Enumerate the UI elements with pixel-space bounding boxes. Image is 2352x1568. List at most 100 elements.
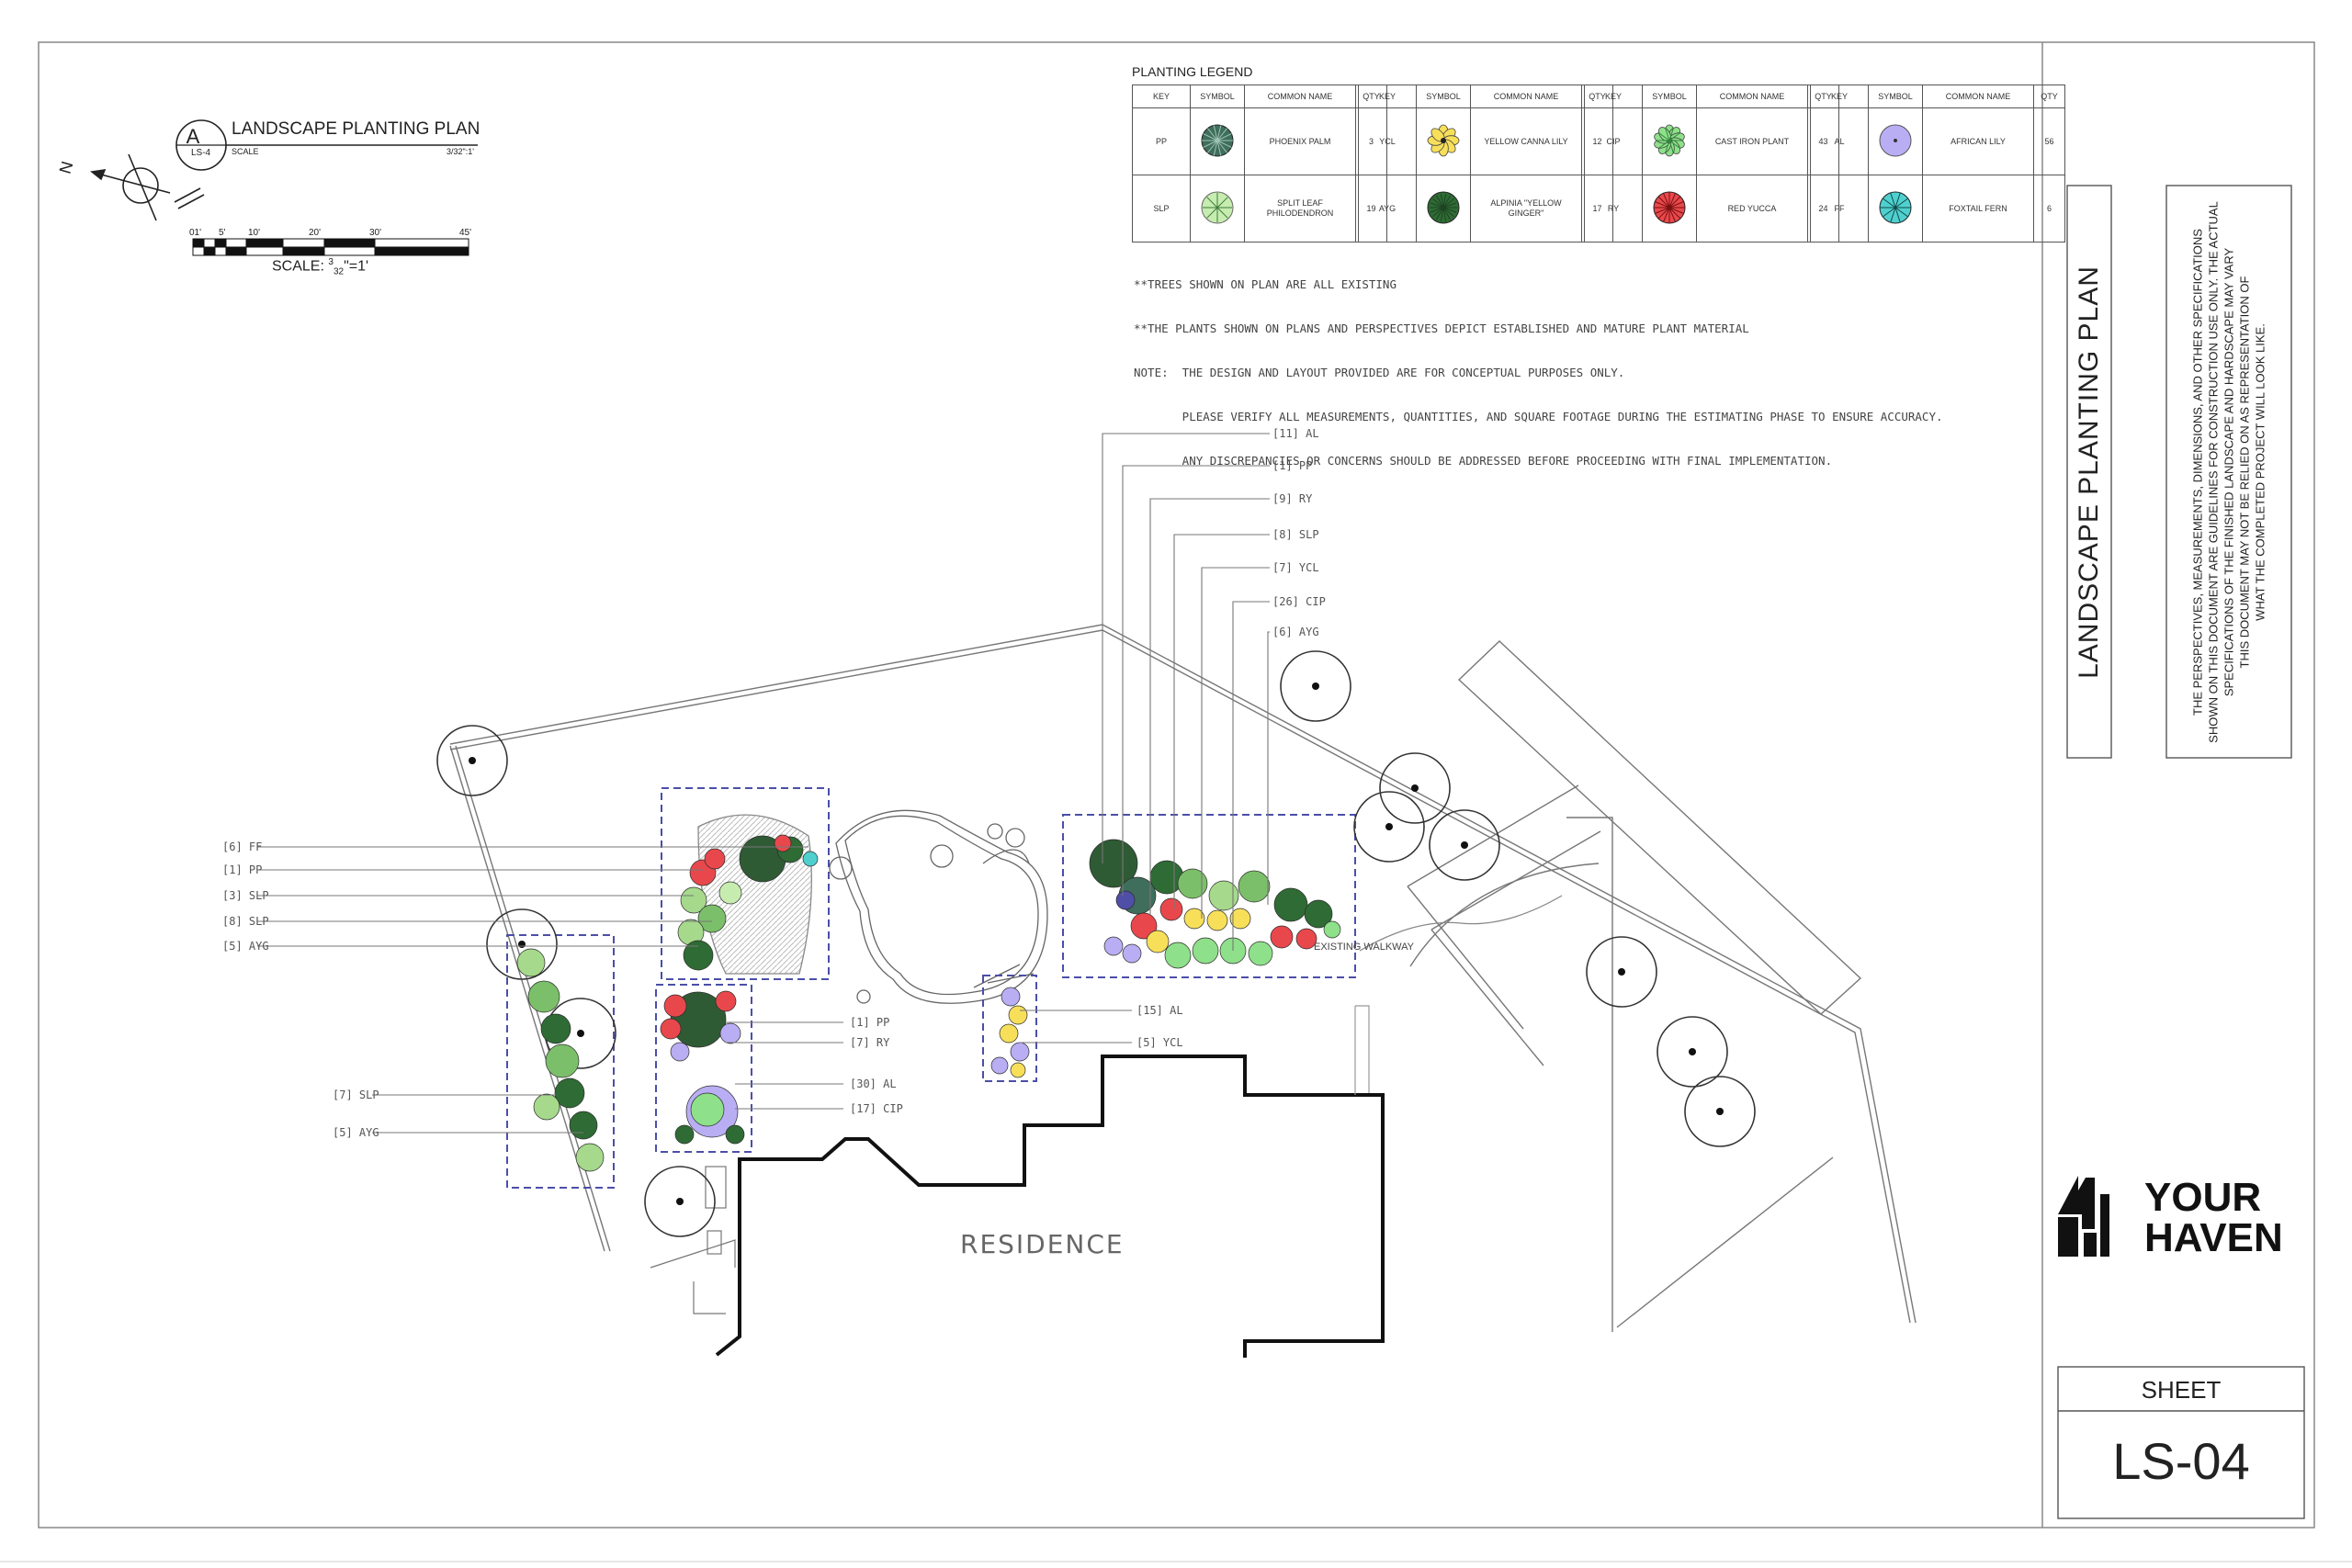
legend-header: SYMBOL	[1416, 85, 1471, 108]
legend-common-name: AFRICAN LILY	[1922, 107, 2034, 175]
legend-row: AYG ALPINIA "YELLOW GINGER" 17	[1358, 175, 1613, 243]
legend-row: PP PHOENIX PALM 3	[1132, 107, 1387, 175]
disclaimer-line: SPECIFICATIONS OF THE FINISHED LANDSCAPE…	[2222, 247, 2236, 697]
scale-tick-label: 01'	[189, 228, 202, 238]
disclaimer-line: WHAT THE COMPLETED PROJECT WILL LOOK LIK…	[2253, 323, 2267, 621]
legend-key: PP	[1132, 107, 1191, 175]
legend-header: COMMON NAME	[1470, 85, 1582, 108]
legend-key: FF	[1810, 175, 1869, 243]
phoenix-palm-symbol	[1201, 124, 1234, 157]
property-line	[449, 624, 1917, 1324]
red-yucca-symbol	[1653, 191, 1686, 224]
note-line: PLEASE VERIFY ALL MEASUREMENTS, QUANTITI…	[1134, 410, 1943, 423]
legend-symbol	[1642, 107, 1697, 175]
legend-header: COMMON NAME	[1922, 85, 2034, 108]
african-lily-symbol	[1879, 124, 1912, 157]
legend-row: YCL YELLOW CANNA LILY 12	[1358, 107, 1613, 175]
note-line: ANY DISCREPANCIES OR CONCERNS SHOULD BE …	[1134, 454, 1833, 468]
legend-key: AL	[1810, 107, 1869, 175]
legend-key: SLP	[1132, 175, 1191, 243]
north-arrow-graphic	[90, 153, 205, 221]
scale-label: SCALE: 332"=1'	[272, 257, 368, 277]
legend-symbol	[1868, 107, 1923, 175]
legend-key: YCL	[1358, 107, 1417, 175]
vertical-title: LANDSCAPE PLANTING PLAN	[2074, 265, 2104, 679]
plan-badge-graphic	[175, 119, 478, 171]
legend-row: CIP CAST IRON PLANT 43	[1584, 107, 1839, 175]
legend-header: KEY	[1358, 85, 1417, 108]
legend-key: AYG	[1358, 175, 1417, 243]
scale-label-prefix: SCALE:	[272, 258, 324, 275]
disclaimer-line: THIS DOCUMENT MAY NOT BE RELIED ON AS RE…	[2237, 276, 2252, 669]
scale-tick-label: 30'	[369, 228, 382, 238]
legend-common-name: ALPINIA "YELLOW GINGER"	[1470, 175, 1582, 243]
planting-beds	[516, 834, 1341, 1172]
legend-row: AL AFRICAN LILY 56	[1810, 107, 2065, 175]
sheet-number: LS-04	[2112, 1432, 2250, 1490]
disclaimer-line: THE PERSPECTIVES, MEASUREMENTS, DIMENSIO…	[2190, 229, 2205, 716]
legend-header: SYMBOL	[1642, 85, 1697, 108]
legend-key: CIP	[1584, 107, 1643, 175]
legend-header: COMMON NAME	[1244, 85, 1356, 108]
legend-common-name: CAST IRON PLANT	[1696, 107, 1808, 175]
driveway	[1407, 640, 1862, 1332]
legend-row: FF FOXTAIL FERN 6	[1810, 175, 2065, 243]
existing-trees	[436, 650, 1756, 1237]
walkway-path	[1359, 895, 1563, 952]
plan-notes: **TREES SHOWN ON PLAN ARE ALL EXISTING *…	[1134, 248, 1943, 498]
cast-iron-plant-symbol	[1654, 124, 1685, 157]
plan-scale-word: SCALE	[232, 147, 259, 156]
legend-common-name: RED YUCCA	[1696, 175, 1808, 243]
legend-row: SLP SPLIT LEAF PHILODENDRON 19	[1132, 175, 1387, 243]
scale-label-numerator: 3	[328, 257, 334, 267]
foxtail-fern-symbol	[1879, 191, 1912, 224]
small-bed-plants	[990, 987, 1030, 1078]
plan-title: LANDSCAPE PLANTING PLAN	[232, 119, 481, 139]
legend-key: RY	[1584, 175, 1643, 243]
scale-label-suffix: "=1'	[344, 258, 369, 275]
scale-bar-graphic	[192, 238, 469, 256]
alpinia-yellow-ginger-symbol	[1427, 191, 1460, 224]
legend-header: KEY	[1584, 85, 1643, 108]
disclaimer-line: SHOWN ON THIS DOCUMENT ARE GUIDELINES FO…	[2206, 201, 2221, 743]
outer-border	[38, 41, 2315, 1529]
legend-symbol	[1190, 175, 1245, 243]
left-bed-plants	[677, 834, 819, 971]
scale-tick-label: 20'	[309, 228, 322, 238]
legend-header: COMMON NAME	[1696, 85, 1808, 108]
legend-common-name: SPLIT LEAF PHILODENDRON	[1244, 175, 1356, 243]
leader-lines	[257, 433, 1270, 1134]
legend-symbol	[1642, 175, 1697, 243]
brand-line: HAVEN	[2144, 1215, 2283, 1260]
legend-header: SYMBOL	[1190, 85, 1245, 108]
legend-common-name: FOXTAIL FERN	[1922, 175, 2034, 243]
legend-qty: 56	[2033, 107, 2065, 175]
legend-header: QTY	[2033, 85, 2065, 108]
sheet-label: SHEET	[2141, 1376, 2222, 1404]
brand-logo-icon	[2058, 1176, 2109, 1257]
legend-row: RY RED YUCCA 24	[1584, 175, 1839, 243]
legend-header: KEY	[1132, 85, 1191, 108]
scale-label-denominator: 32	[333, 266, 345, 277]
legend-symbol	[1416, 107, 1471, 175]
right-bed-plants	[1089, 839, 1341, 969]
center-bed-plants	[660, 990, 745, 1145]
bed-boundaries	[506, 787, 1356, 1189]
scale-tick-label: 10'	[248, 228, 261, 238]
plan-badge-letter: A	[186, 125, 200, 148]
note-line: **THE PLANTS SHOWN ON PLANS AND PERSPECT…	[1134, 321, 1749, 335]
legend-symbol	[1416, 175, 1471, 243]
plan-scale-ratio: 3/32":1'	[447, 147, 474, 156]
title-block-frames	[2057, 185, 2305, 1519]
residence-outline	[715, 1055, 1385, 1358]
plan-badge-code: LS-4	[191, 148, 211, 158]
legend-common-name: PHOENIX PALM	[1244, 107, 1356, 175]
note-line: NOTE: THE DESIGN AND LAYOUT PROVIDED ARE…	[1134, 366, 1625, 379]
legend-symbol	[1868, 175, 1923, 243]
